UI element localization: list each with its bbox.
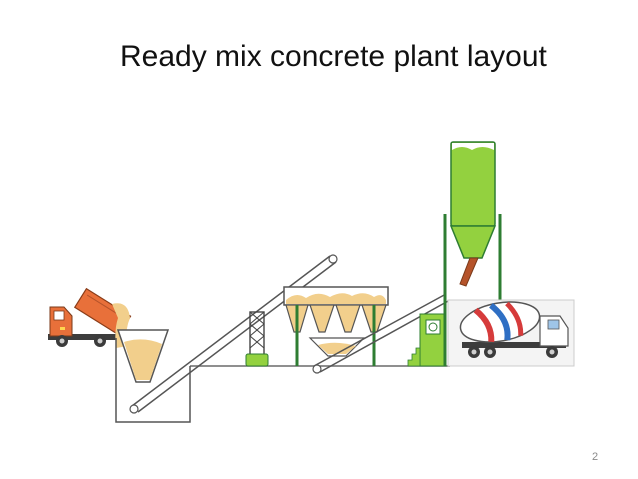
belt-conveyor-2	[312, 293, 451, 374]
cement-silo-icon	[443, 141, 502, 366]
tipper-truck-icon	[48, 287, 132, 348]
aggregate-bins	[283, 286, 389, 366]
receiving-hopper	[115, 329, 191, 423]
control-cabin	[407, 313, 447, 367]
page-number: 2	[592, 451, 599, 463]
conveyor-support-tower	[245, 311, 269, 367]
slide-title: Ready mix concrete plant layout	[120, 40, 547, 73]
transit-mixer-truck-icon	[459, 301, 569, 358]
